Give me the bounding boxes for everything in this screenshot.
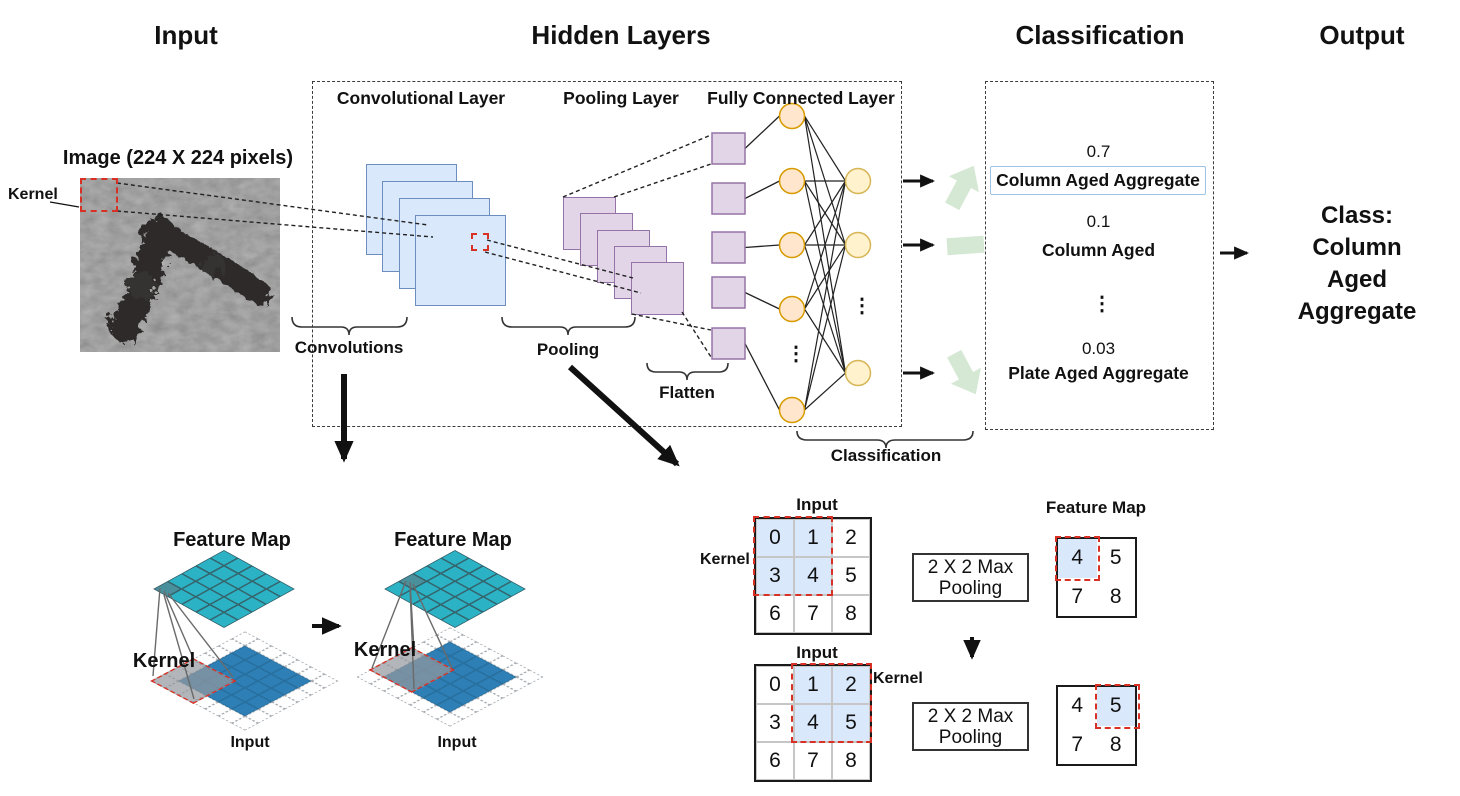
fm1-kernel-outline xyxy=(1055,536,1100,581)
grid-cell: 3 xyxy=(756,557,794,595)
grid-cell: 0 xyxy=(756,666,794,704)
conv-kernel-label-2: Kernel xyxy=(353,639,417,661)
conv-input-label-2: Input xyxy=(437,734,477,751)
classification-header: Classification xyxy=(1015,20,1185,50)
classification-stage-label: Classification xyxy=(830,446,942,465)
grid-cell: 6 xyxy=(756,595,794,633)
image-kernel-label: Kernel xyxy=(8,186,58,203)
grid-cell: 2 xyxy=(832,519,870,557)
pooling-kernel-label-1: Kernel xyxy=(700,551,750,568)
image-kernel-box xyxy=(80,178,118,212)
class-label-selected: Column Aged Aggregate xyxy=(990,166,1206,195)
feature-map-grid-1 xyxy=(153,550,295,628)
fm2-kernel-outline xyxy=(1095,684,1140,729)
pooling-input-label-2: Input xyxy=(796,643,838,662)
grid-cell: 6 xyxy=(756,742,794,780)
grid-cell: 0 xyxy=(756,519,794,557)
pooling-feature-map-label: Feature Map xyxy=(1045,498,1147,517)
pooling-input-label-1: Input xyxy=(796,495,838,514)
conv-input-label-1: Input xyxy=(230,734,270,751)
trend-icons xyxy=(945,165,985,395)
conv-layer-title: Convolutional Layer xyxy=(336,88,506,108)
fc-layer-title: Fully Connected Layer xyxy=(707,88,895,108)
grid-cell: 7 xyxy=(1071,732,1084,756)
grid-cell: 7 xyxy=(794,595,832,633)
grid-cell: 7 xyxy=(794,742,832,780)
feature-map-grid-2 xyxy=(384,550,526,628)
convolutions-label: Convolutions xyxy=(294,338,404,357)
output-neurons-ellipsis: ⋮ xyxy=(852,295,872,317)
input-header: Input xyxy=(154,20,218,50)
flatten-label: Flatten xyxy=(659,383,715,402)
pooling-kernel-outline-1 xyxy=(753,516,833,596)
max-pooling-op-label: 2 X 2 Max Pooling xyxy=(927,556,1014,599)
conv-kernel-box xyxy=(471,233,489,251)
pooling-kernel-outline-2 xyxy=(791,663,872,743)
pool-map-1 xyxy=(631,262,684,315)
probability-value: 0.7 xyxy=(1086,142,1111,161)
trend-flat-icon xyxy=(946,235,985,256)
grid-cell: 5 xyxy=(1109,546,1122,570)
grid-cell: 4 xyxy=(1071,694,1084,718)
grid-cell: 2 xyxy=(832,666,870,704)
input-grid-1 xyxy=(150,631,339,731)
hidden-neurons-ellipsis: ⋮ xyxy=(786,343,806,365)
classification-box xyxy=(985,81,1214,430)
output-header: Output xyxy=(1319,20,1405,50)
feature-map-label-2: Feature Map xyxy=(394,529,512,551)
pooling-kernel-label-2: Kernel xyxy=(873,670,923,687)
grid-cell: 4 xyxy=(794,704,832,742)
max-pooling-op-box-1: 2 X 2 Max Pooling xyxy=(912,553,1029,602)
output-class-text: Class: Column Aged Aggregate xyxy=(1297,202,1417,325)
grid-cell: 5 xyxy=(832,557,870,595)
class-label: Plate Aged Aggregate xyxy=(1008,363,1189,383)
image-title: Image (224 X 224 pixels) xyxy=(62,147,294,169)
pooling-layer-title: Pooling Layer xyxy=(563,88,679,108)
class-label: Column Aged xyxy=(1041,240,1156,260)
class-list-ellipsis: ⋮ xyxy=(1092,293,1112,315)
feature-map-label-1: Feature Map xyxy=(173,529,291,551)
grid-cell: 1 xyxy=(794,666,832,704)
probability-value: 0.1 xyxy=(1086,212,1111,231)
conv-kernel-label-1: Kernel xyxy=(132,650,196,672)
grid-cell: 5 xyxy=(1096,687,1135,726)
grid-cell: 1 xyxy=(794,519,832,557)
grid-cell: 8 xyxy=(1109,732,1122,756)
conv-feature-map-1 xyxy=(415,215,506,306)
grid-cell: 8 xyxy=(1109,584,1122,608)
trend-down-icon xyxy=(947,349,981,395)
probability-value: 0.03 xyxy=(1081,339,1116,358)
grid-cell: 8 xyxy=(832,595,870,633)
max-pooling-op-label: 2 X 2 Max Pooling xyxy=(927,705,1014,748)
hidden-layers-header: Hidden Layers xyxy=(531,20,711,50)
grid-cell: 7 xyxy=(1071,584,1084,608)
grid-cell: 8 xyxy=(832,742,870,780)
grid-cell: 3 xyxy=(756,704,794,742)
pooling-label: Pooling xyxy=(536,340,600,359)
trend-up-icon xyxy=(945,165,979,211)
grid-cell: 4 xyxy=(1058,539,1097,578)
max-pooling-op-box-2: 2 X 2 Max Pooling xyxy=(912,702,1029,751)
